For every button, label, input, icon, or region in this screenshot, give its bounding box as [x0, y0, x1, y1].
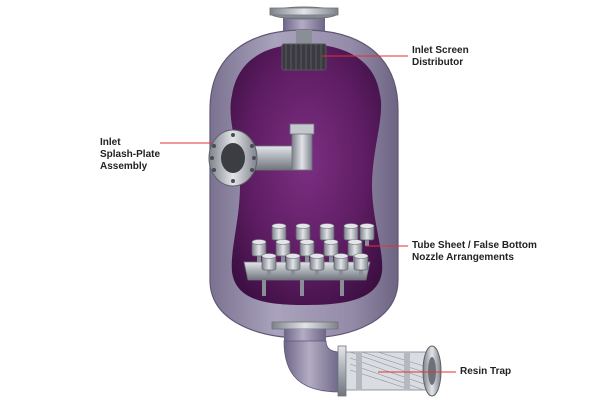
label-resin-trap: Resin Trap [460, 366, 511, 378]
leader-lines [160, 55, 456, 373]
splash-plate-assembly [208, 123, 315, 187]
nozzle [251, 239, 267, 262]
label-tube-sheet-nozzles: Tube Sheet / False Bottom Nozzle Arrange… [412, 240, 537, 264]
nozzle [275, 239, 291, 262]
nozzle [359, 223, 375, 246]
label-line: Splash-Plate [100, 149, 161, 160]
support-legs [262, 280, 344, 296]
label-line: Assembly [100, 161, 148, 172]
nozzle [309, 253, 325, 276]
label-line: Distributor [412, 57, 464, 68]
label-line: Inlet Screen [412, 45, 469, 56]
resin-trap [345, 345, 442, 397]
nozzle [333, 253, 349, 276]
label-line: Nozzle Arrangements [412, 252, 514, 263]
nozzle [285, 253, 301, 276]
nozzle [343, 223, 359, 246]
label-line: Resin Trap [460, 366, 512, 377]
inlet-screen-distributor [281, 30, 327, 71]
label-inlet-splash-plate-assembly: Inlet Splash-Plate Assembly [100, 137, 160, 173]
nozzle-arrangement [251, 223, 375, 276]
label-line: Tube Sheet / False Bottom [412, 240, 537, 251]
nozzle [353, 253, 369, 276]
top-inlet-nozzle [269, 6, 339, 38]
nozzle [261, 253, 277, 276]
label-inlet-screen-distributor: Inlet Screen Distributor [412, 45, 469, 69]
label-line: Inlet [100, 137, 121, 148]
nozzle [323, 239, 339, 262]
bottom-outlet-pipe [271, 321, 347, 397]
nozzle [299, 239, 315, 262]
